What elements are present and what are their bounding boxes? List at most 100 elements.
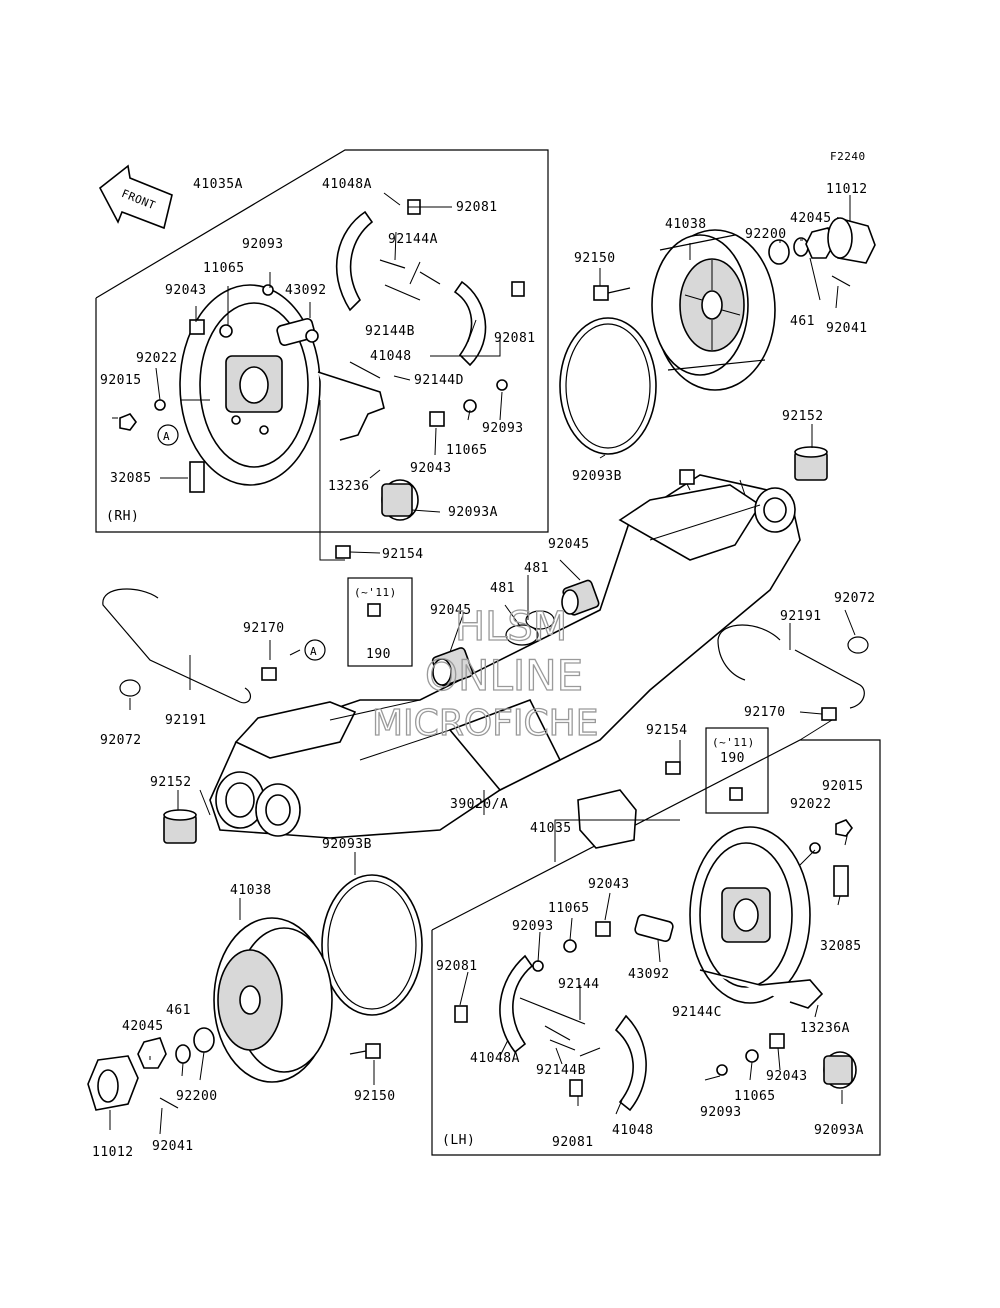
label-92154-mid: 92154 (646, 723, 688, 738)
washer-bottom (193, 1027, 215, 1053)
oring-92093-lh-top (532, 960, 544, 972)
label-11065-rh-top: 11065 (203, 261, 245, 276)
label-13236: 13236 (328, 479, 370, 494)
label-39020: 39020/A (450, 797, 508, 812)
axle-housing (209, 469, 801, 849)
label-92093A-rh: 92093A (448, 505, 498, 520)
hub-cap-bottom (87, 1055, 139, 1111)
label-92150-top: 92150 (574, 251, 616, 266)
brake-shoe-rh-lower (453, 280, 525, 367)
tag-rh: (RH) (106, 509, 139, 524)
label-41048A-rh: 41048A (322, 177, 372, 192)
pin-92043-lh-bot (769, 1033, 785, 1049)
label-92191-left: 92191 (165, 713, 207, 728)
cotter-pin-top (831, 275, 851, 287)
label-92093B-bot: 92093B (322, 837, 372, 852)
label-92022-lh: 92022 (790, 797, 832, 812)
label-92081-rh-mid: 92081 (494, 331, 536, 346)
marker-a-mid: A (304, 639, 326, 661)
marker-a-mid-label: A (310, 645, 317, 658)
label-41038-top: 41038 (665, 217, 707, 232)
label-481-a: 481 (524, 561, 549, 576)
nut-bottom (137, 1037, 167, 1069)
back-plate-rh (179, 284, 321, 486)
label-41038-bot: 41038 (230, 883, 272, 898)
clamp-right (847, 636, 869, 654)
label-92043-lh-top: 92043 (588, 877, 630, 892)
circlip-481-b (525, 610, 555, 630)
bolt-92154-top (335, 545, 351, 559)
clamp-left (119, 679, 141, 697)
label-92081-lh-bot: 92081 (552, 1135, 594, 1150)
lh-group-frame (431, 739, 881, 1156)
bolt-190-top (367, 603, 381, 617)
variant-top-part: 190 (366, 647, 391, 662)
brake-drum-top (651, 229, 776, 391)
label-41048A-lh: 41048A (470, 1051, 520, 1066)
variant-top-label: (~'11) (354, 586, 397, 599)
label-92200-bot: 92200 (176, 1089, 218, 1104)
bolt-92154-mid (665, 761, 681, 775)
cotter-pin-bottom (159, 1097, 179, 1109)
hose-right (717, 624, 865, 709)
rh-group-frame (95, 149, 549, 533)
label-41035A: 41035A (193, 177, 243, 192)
hose-left (102, 588, 252, 704)
label-32085-rh: 32085 (110, 471, 152, 486)
label-92144A: 92144A (388, 232, 438, 247)
hose-clip-left (261, 667, 277, 681)
label-11012-top: 11012 (826, 182, 868, 197)
pin-92043-rh-top (189, 319, 205, 335)
label-41035: 41035 (530, 821, 572, 836)
label-92043-lh-bot: 92043 (766, 1069, 808, 1084)
wheel-cylinder-lh (634, 914, 674, 942)
label-92043-rh-bot: 92043 (410, 461, 452, 476)
label-92144C: 92144C (672, 1005, 722, 1020)
label-92152-left: 92152 (150, 775, 192, 790)
nut-92015-lh (835, 819, 853, 837)
wheel-cylinder-rh (276, 318, 319, 346)
label-92041-top: 92041 (826, 321, 868, 336)
bushing-top (794, 446, 828, 481)
label-92200-top: 92200 (745, 227, 787, 242)
guide-lh (823, 1051, 857, 1089)
label-32085-lh: 32085 (820, 939, 862, 954)
label-11065-lh-top: 11065 (548, 901, 590, 916)
label-92015-lh: 92015 (822, 779, 864, 794)
label-11065-lh-bot: 11065 (734, 1089, 776, 1104)
brake-shoe-lh-upper (499, 954, 534, 1054)
label-92191-right: 92191 (780, 609, 822, 624)
nut-92015-rh (119, 413, 137, 431)
label-92081-rh-top: 92081 (456, 200, 498, 215)
hose-clip-right (821, 707, 837, 721)
washer-92022-lh (809, 842, 821, 854)
bolt-top (593, 285, 631, 301)
clip-32085-lh (833, 865, 849, 897)
label-92093-rh-top: 92093 (242, 237, 284, 252)
label-92093A-lh: 92093A (814, 1123, 864, 1138)
clip-32085-rh (189, 461, 205, 493)
springs-rh (349, 259, 441, 379)
front-arrow-icon: FRONT (98, 164, 173, 230)
bearing-lower (431, 647, 474, 687)
oring-92093-rh-top (262, 284, 274, 296)
label-92043-rh-top: 92043 (165, 283, 207, 298)
variant-bottom-part: 190 (720, 751, 745, 766)
seal-ring-top (559, 317, 657, 455)
label-92144: 92144 (558, 977, 600, 992)
bolt-bottom (349, 1043, 381, 1059)
label-92015-rh: 92015 (100, 373, 142, 388)
bearing-upper (561, 579, 600, 616)
washer-461-top (793, 237, 809, 257)
label-92045-a: 92045 (548, 537, 590, 552)
washer-11065-lh-top (563, 939, 577, 953)
label-42045-bot: 42045 (122, 1019, 164, 1034)
label-42045-top: 42045 (790, 211, 832, 226)
watermark-line-1: HLSM (455, 604, 567, 650)
back-plate-lh (689, 826, 811, 1004)
springs-lh (519, 997, 601, 1057)
label-13236A: 13236A (800, 1021, 850, 1036)
watermark-line-3: MICROFICHE (372, 703, 598, 744)
clip-92081-lh-bot (569, 1079, 583, 1097)
label-92072-right: 92072 (834, 591, 876, 606)
